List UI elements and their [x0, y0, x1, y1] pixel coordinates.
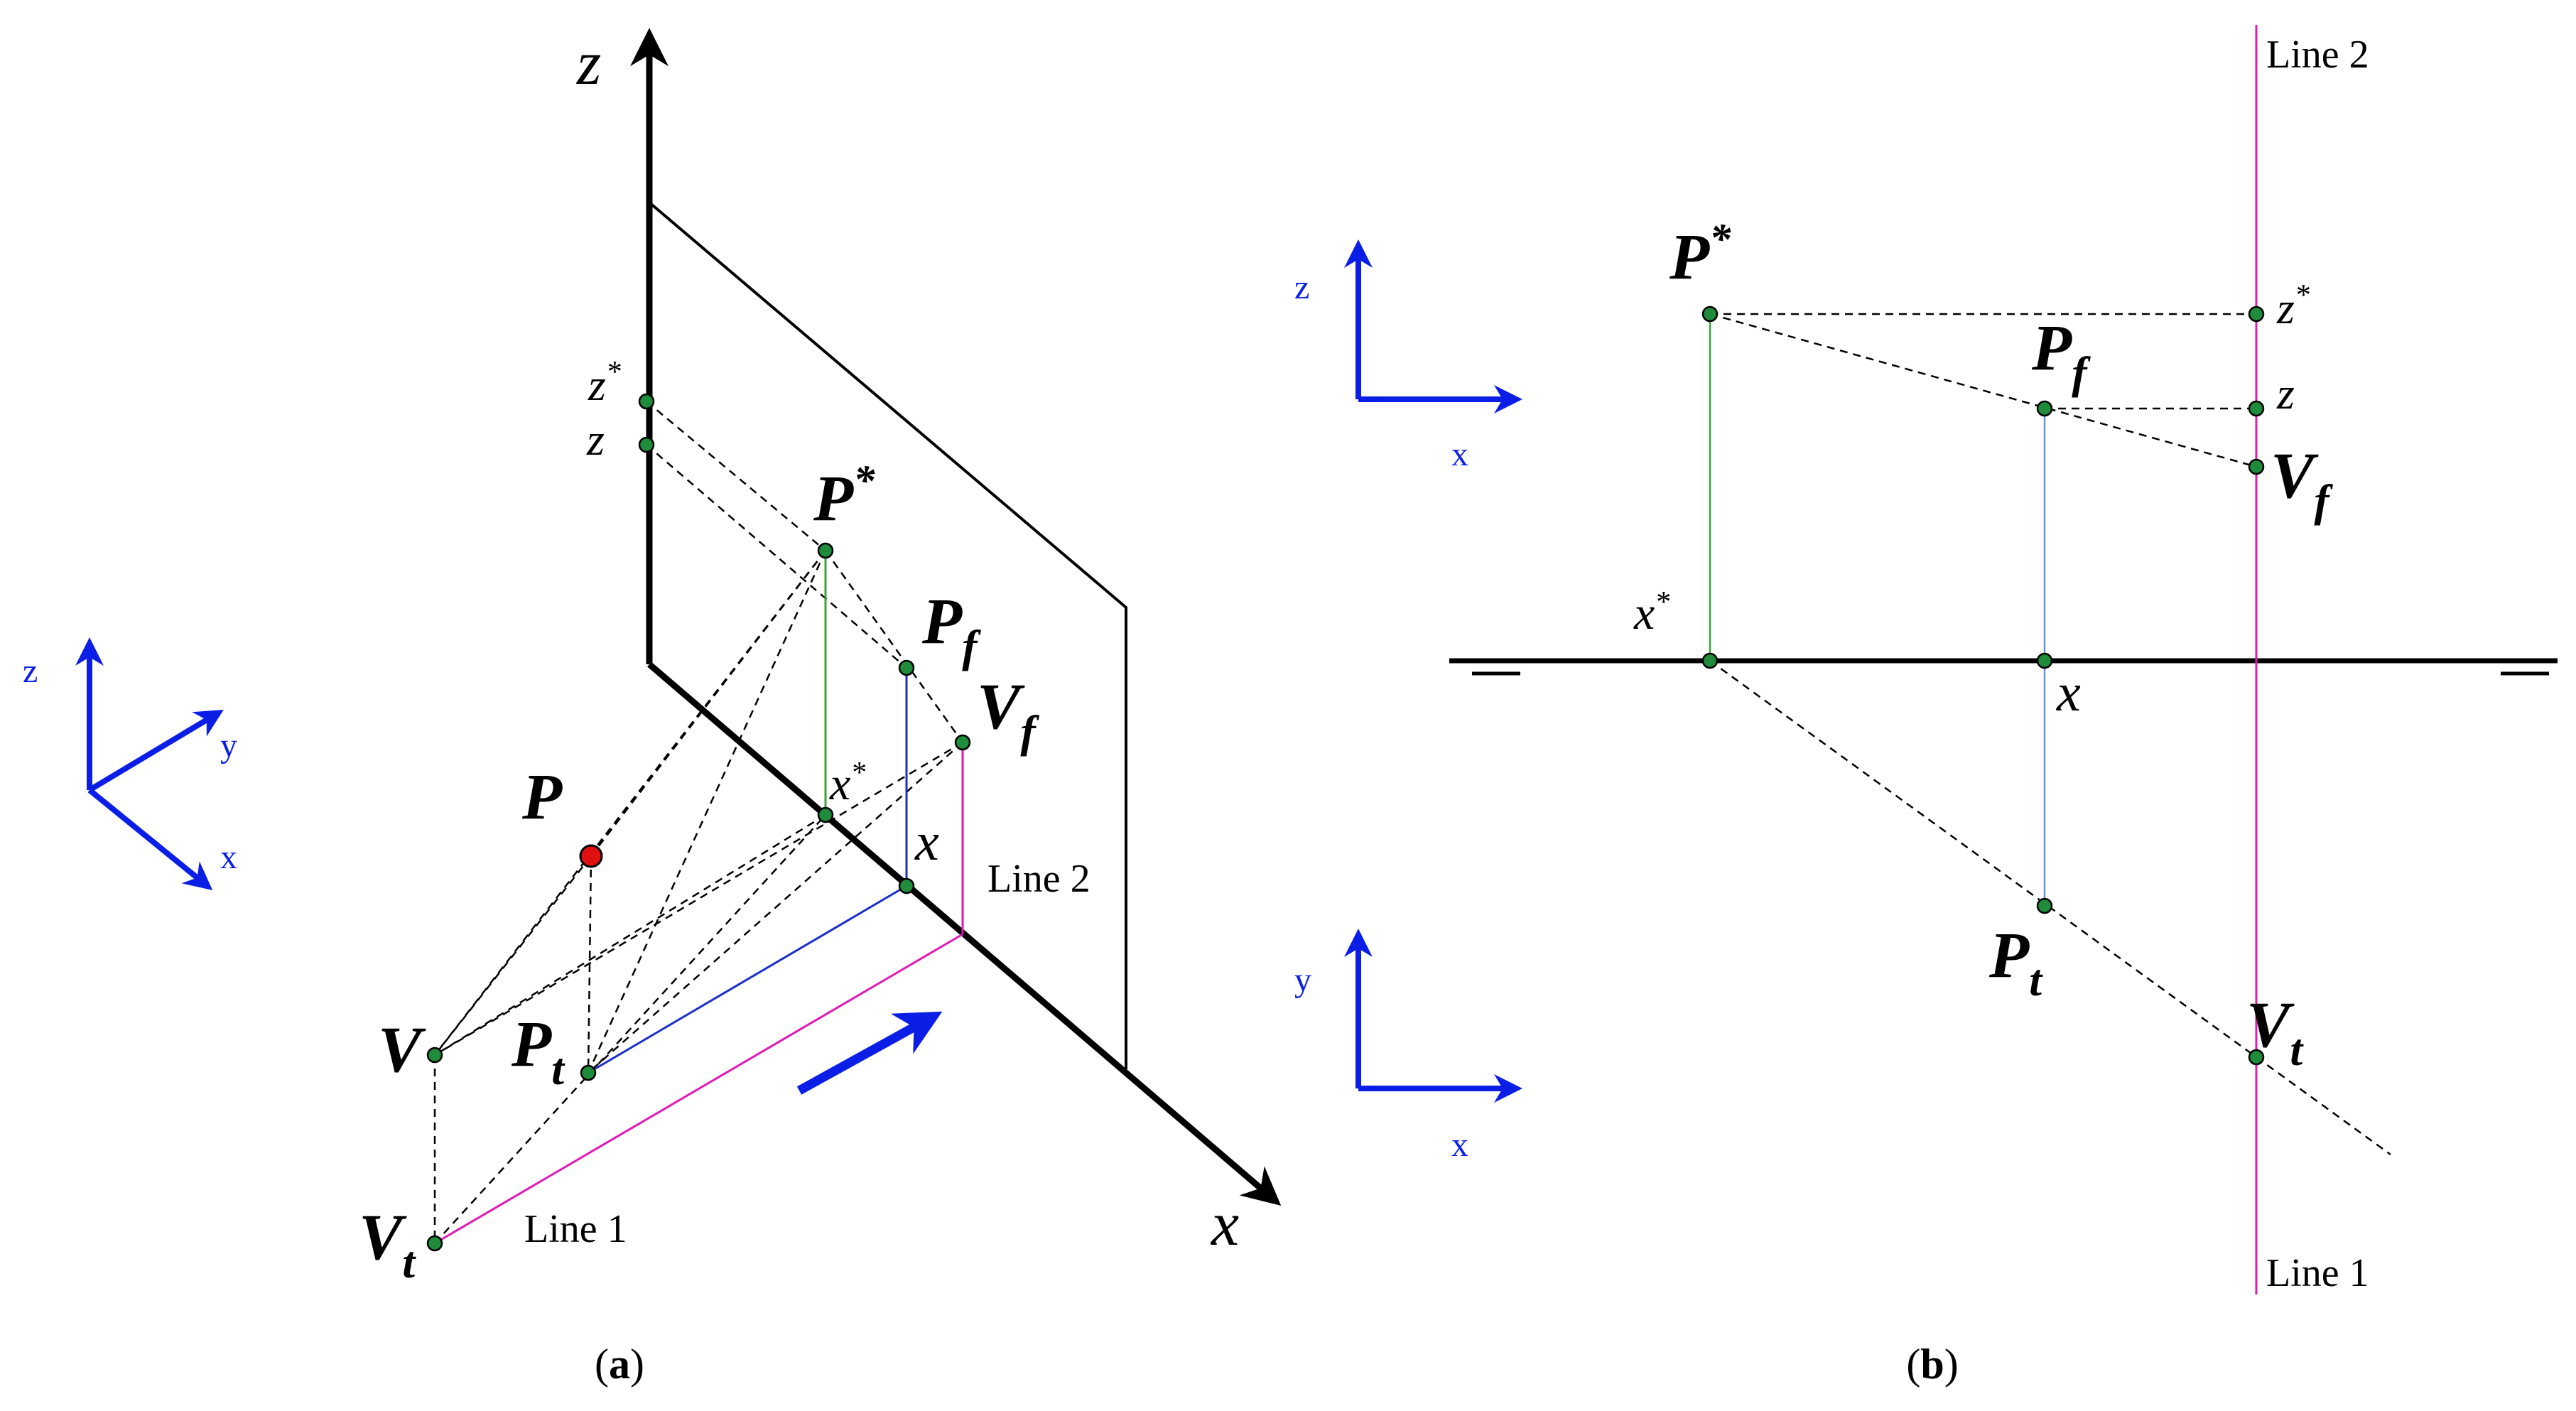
pt-pstar: [817, 542, 834, 559]
b-pt-vf: [2248, 458, 2265, 475]
label-xstar: x*: [829, 757, 865, 810]
pt-pf: [898, 659, 915, 676]
panel-a-points: [426, 393, 971, 1252]
dash-pstar-v: [434, 550, 826, 1056]
magenta-line-1: [434, 933, 963, 1245]
panel-b-triad-top: [1344, 239, 1522, 413]
triad-bottom-y-label: y: [1294, 961, 1311, 999]
b-label-x: x: [2056, 663, 2081, 723]
dashed-construction-lines: [433, 401, 964, 1244]
triad-top-z-label: z: [1294, 269, 1309, 306]
b-pt-pf: [2036, 400, 2053, 417]
panel-a: z y x z x: [23, 28, 1282, 1388]
panel-b: z x y x: [1294, 25, 2558, 1388]
triad-y-arrow: [87, 709, 224, 793]
pt-vf: [954, 734, 971, 751]
pt-zstar: [638, 393, 655, 410]
picture-plane-outline: [648, 201, 1127, 1069]
pt-z: [638, 436, 655, 453]
dash-pstar-vf: [1709, 313, 2257, 468]
b-pt-xstar: [1701, 652, 1719, 669]
label-z: z: [586, 414, 605, 465]
b-label-pt: Pt: [1988, 919, 2043, 1005]
pt-xstar: [817, 806, 834, 823]
x-axis-label: x: [1210, 1190, 1239, 1259]
label-p: P: [521, 760, 563, 833]
caption-a: (a): [595, 1341, 644, 1388]
blue-line-pt-x: [588, 885, 907, 1074]
b-label-zstar: z*: [2276, 279, 2310, 333]
dash-p-pt: [587, 855, 592, 1074]
label-pt: Pt: [511, 1007, 565, 1094]
label-zstar: z*: [588, 356, 621, 410]
panel-a-axes-triad: [75, 637, 224, 891]
triad-top-x-label: x: [1451, 436, 1468, 473]
label-pstar: P*: [813, 457, 875, 534]
triad-x-label: x: [220, 838, 237, 876]
dash-vf-v: [434, 741, 963, 1056]
triad-x-arrow: [87, 787, 213, 891]
dash-xstar-v: [434, 813, 826, 1056]
dash-pstar-vf: [824, 550, 964, 743]
pt-x: [898, 877, 915, 894]
b-label-pf: Pf: [2031, 311, 2091, 398]
dash-p-v: [434, 855, 592, 1056]
dash-zstar-pstar: [646, 401, 826, 551]
b-pt-z: [2248, 400, 2265, 417]
b-label-xstar: x*: [1633, 586, 1669, 639]
b-pt-vt: [2248, 1049, 2265, 1066]
b-pt-pt: [2036, 897, 2053, 914]
b-label-vf: Vf: [2271, 439, 2333, 526]
dash-vf-pt: [588, 742, 963, 1074]
triad-bottom-x-label: x: [1451, 1126, 1468, 1164]
b-label-line1: Line 1: [2266, 1251, 2369, 1295]
panel-b-triad-bottom: [1344, 929, 1522, 1103]
pt-p-red: [579, 844, 603, 868]
b-label-pstar: P*: [1669, 215, 1731, 293]
triad-z-label: z: [23, 652, 38, 690]
label-v: V: [378, 1013, 426, 1086]
z-axis-label: z: [576, 29, 601, 98]
b-label-line2: Line 2: [2266, 33, 2369, 77]
pt-v: [426, 1047, 443, 1064]
b-pt-x: [2036, 652, 2053, 669]
panel-b-points: [1701, 306, 2265, 1066]
label-pf: Pf: [921, 585, 981, 671]
b-pt-pstar: [1701, 306, 1719, 323]
label-line1: Line 1: [524, 1207, 627, 1251]
b-label-z: z: [2276, 368, 2295, 418]
triad-y-label: y: [220, 727, 237, 764]
motion-arrow: [796, 1011, 943, 1095]
label-x: x: [914, 812, 939, 872]
pt-vt: [426, 1235, 443, 1252]
label-vt: Vt: [359, 1201, 416, 1287]
pt-pt: [580, 1064, 597, 1081]
b-label-vt: Vt: [2246, 988, 2304, 1075]
dash-z-pf: [646, 444, 907, 669]
b-pt-zstar: [2248, 306, 2265, 323]
dash-vt-xstar: [434, 814, 826, 1244]
dash-pstar-pt: [587, 550, 827, 1074]
label-line2: Line 2: [987, 857, 1091, 901]
label-vf: Vf: [977, 670, 1039, 757]
caption-b: (b): [1906, 1341, 1958, 1388]
